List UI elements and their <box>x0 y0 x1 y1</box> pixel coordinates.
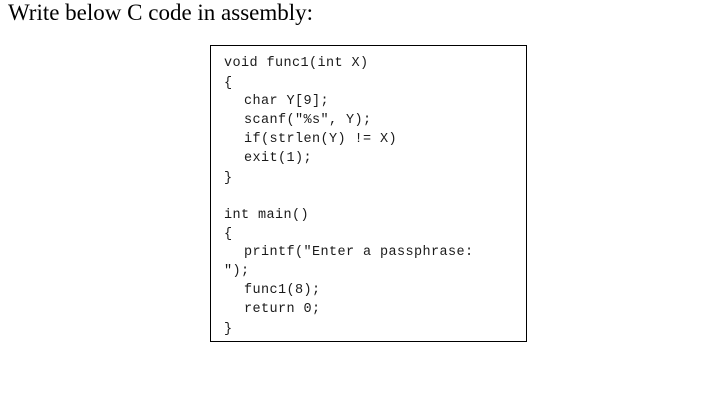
code-line: exit(1); <box>244 151 313 166</box>
code-line: "); <box>224 264 250 279</box>
code-line: } <box>224 171 233 186</box>
code-line: } <box>224 322 233 337</box>
code-block: void func1(int X) { char Y[9]; scanf("%s… <box>210 45 527 342</box>
code-line: func1(8); <box>244 283 321 298</box>
code-line: void func1(int X) <box>224 56 369 71</box>
code-line: { <box>224 227 233 242</box>
code-line: printf("Enter a passphrase: <box>244 245 474 260</box>
code-line: if(strlen(Y) != X) <box>244 132 398 147</box>
code-line: int main() <box>224 208 310 223</box>
question-text: Write below C code in assembly: <box>8 0 314 25</box>
code-line: { <box>224 76 233 91</box>
code-line: char Y[9]; <box>244 94 330 109</box>
code-line: scanf("%s", Y); <box>244 113 372 128</box>
code-line: return 0; <box>244 302 321 317</box>
